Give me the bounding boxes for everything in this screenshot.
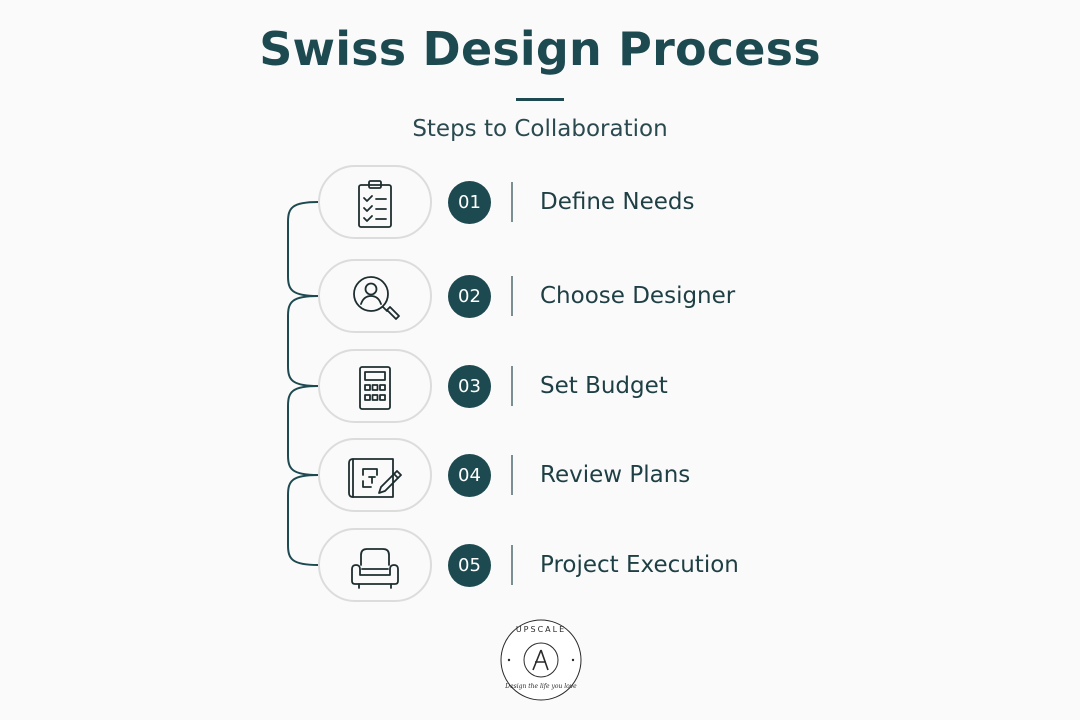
step-icon-container [318,259,432,333]
logo-tagline: Design the life you love [505,683,577,690]
step-divider [511,545,513,585]
step-divider [511,276,513,316]
step-number-badge: 01 [448,181,491,224]
step-icon-container [318,165,432,239]
step-label: Review Plans [540,462,691,488]
armchair-icon [351,548,399,589]
step-number-badge: 02 [448,275,491,318]
title-underline [516,98,564,101]
step-label: Project Execution [540,552,739,578]
blueprint-pencil-icon [348,458,402,498]
step-label: Set Budget [540,373,668,399]
person-search-icon [353,276,400,320]
step-divider [511,182,513,222]
logo-brand-text: UPSCALE [515,625,567,634]
step-label: Choose Designer [540,283,736,309]
brand-logo: UPSCALE Design the life you love [500,619,582,701]
page-subtitle: Steps to Collaboration [412,116,668,142]
step-number-badge: 05 [448,544,491,587]
step-label: Define Needs [540,189,695,215]
step-icon-container [318,528,432,602]
page-title: Swiss Design Process [259,22,821,76]
step-divider [511,455,513,495]
step-number-badge: 03 [448,365,491,408]
step-divider [511,366,513,406]
logo-seal-icon [500,619,582,701]
calculator-icon [359,366,391,410]
step-number-badge: 04 [448,454,491,497]
step-icon-container [318,349,432,423]
clipboard-checklist-icon [358,180,392,228]
step-icon-container [318,438,432,512]
